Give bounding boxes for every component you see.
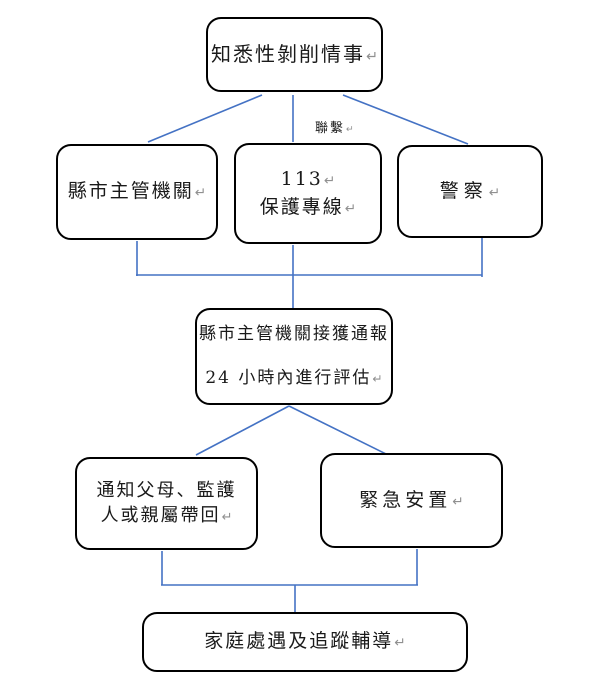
box-assessment-line1: 縣市主管機關接獲通報: [199, 324, 389, 345]
box-line: 縣市主管機關↵: [68, 179, 206, 205]
box-county-agency: 縣市主管機關↵: [56, 144, 218, 240]
box-assessment-line2: 24 小時內進行評估: [205, 368, 372, 388]
box-police-label: 警察: [439, 179, 488, 202]
box-notify-family-line2: 人或親屬帶回: [100, 504, 221, 526]
box-line: 保護專線↵: [260, 195, 356, 221]
return-mark: ↵: [344, 200, 357, 217]
return-mark: ↵: [346, 124, 354, 135]
contact-label-text: 聯繫: [315, 121, 346, 136]
box-county-agency-label: 縣市主管機關: [67, 180, 194, 203]
return-mark: ↵: [372, 372, 383, 386]
connector-top-to-agency: [147, 94, 263, 143]
box-line: 縣市主管機關接獲通報: [199, 323, 389, 346]
box-113-hotline: 113↵ 保護專線↵: [234, 143, 382, 244]
box-113-hotline-number: 113: [280, 167, 323, 190]
box-line: 通知父母、監護: [97, 479, 237, 503]
box-line: 警察↵: [440, 179, 500, 205]
return-mark: ↵: [365, 49, 379, 65]
return-mark: ↵: [221, 509, 233, 525]
return-mark: ↵: [323, 172, 336, 189]
box-line: 人或親屬帶回↵: [101, 504, 233, 528]
box-family-followup-label: 家庭處遇及追蹤輔導: [204, 630, 394, 653]
box-emergency-placement: 緊急安置↵: [320, 453, 503, 548]
box-notify-family: 通知父母、監護 人或親屬帶回↵: [75, 457, 258, 550]
return-mark: ↵: [394, 635, 406, 652]
box-line: 24 小時內進行評估↵: [205, 367, 382, 390]
connector-top-to-police: [342, 94, 469, 145]
box-assessment: 縣市主管機關接獲通報 24 小時內進行評估↵: [195, 308, 393, 405]
contact-label: 聯繫↵: [315, 117, 354, 136]
return-mark: ↵: [488, 184, 501, 201]
box-line: 緊急安置↵: [359, 488, 463, 514]
connector-assessment-to-notify: [195, 405, 290, 456]
box-113-hotline-label: 保護專線: [259, 195, 344, 218]
box-line: 113↵: [281, 167, 336, 193]
box-line: 知悉性剝削情事↵: [211, 41, 378, 68]
box-incident-label: 知悉性剝削情事: [210, 42, 365, 66]
box-line: 家庭處遇及追蹤輔導↵: [204, 629, 405, 655]
return-mark: ↵: [194, 185, 207, 202]
box-emergency-placement-label: 緊急安置: [359, 488, 452, 511]
connector-assessment-to-placement: [288, 405, 389, 456]
box-police: 警察↵: [397, 145, 543, 238]
box-notify-family-line1: 通知父母、監護: [96, 480, 237, 502]
box-family-followup: 家庭處遇及追蹤輔導↵: [142, 612, 468, 672]
box-incident: 知悉性剝削情事↵: [206, 17, 383, 92]
return-mark: ↵: [452, 493, 464, 510]
